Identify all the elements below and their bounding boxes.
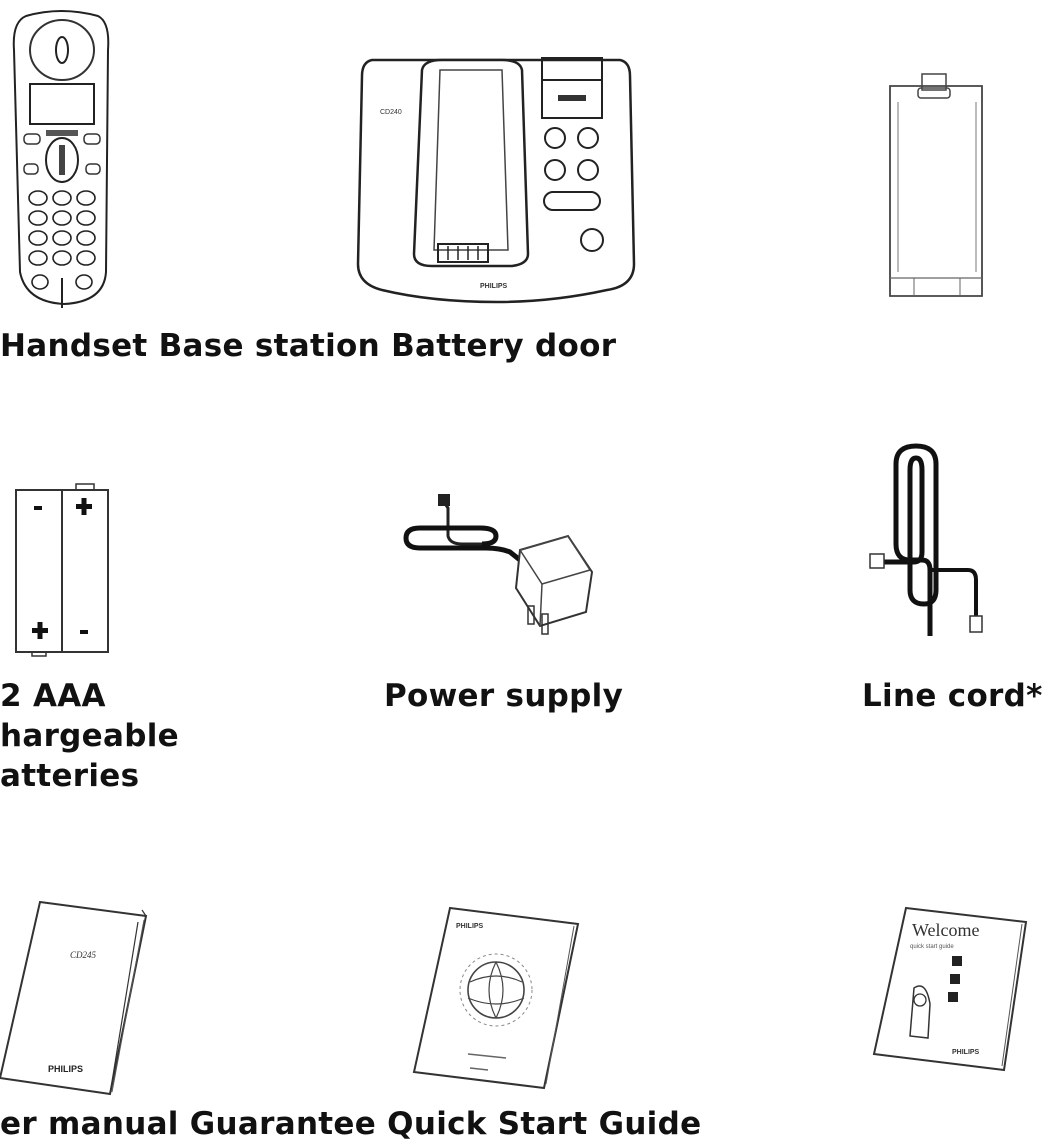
quick-start-title-text: Welcome bbox=[912, 920, 980, 940]
line-cord-caption: Line cord* bbox=[862, 678, 1043, 714]
batteries-caption-line-1: 2 AAA bbox=[0, 678, 106, 714]
batteries-caption-line-2: hargeable bbox=[0, 718, 179, 754]
quick-start-subtitle-text: quick start guide bbox=[910, 944, 954, 950]
guarantee-illustration: PHILIPS bbox=[412, 906, 580, 1090]
power-supply-illustration bbox=[403, 494, 594, 635]
base-station-illustration: CD240 PHILIPS bbox=[356, 57, 636, 304]
quick-start-brand-text: PHILIPS bbox=[952, 1049, 980, 1056]
battery-door-illustration bbox=[889, 73, 983, 297]
handset-illustration bbox=[12, 10, 110, 308]
row3-caption: er manual Guarantee Quick Start Guide bbox=[0, 1106, 702, 1142]
guarantee-brand-text: PHILIPS bbox=[456, 923, 484, 930]
manual-brand-text: PHILIPS bbox=[48, 1064, 83, 1074]
base-model-text: CD240 bbox=[380, 109, 402, 116]
manual-model-text: CD245 bbox=[70, 950, 97, 960]
base-brand-text: PHILIPS bbox=[480, 283, 508, 290]
user-manual-illustration: CD245 PHILIPS bbox=[0, 900, 148, 1096]
power-supply-caption: Power supply bbox=[384, 678, 624, 714]
batteries-caption: 2 AAA hargeable atteries bbox=[0, 676, 179, 796]
quick-start-guide-illustration: Welcome quick start guide PHILIPS bbox=[872, 906, 1028, 1072]
batteries-illustration bbox=[15, 483, 109, 657]
line-cord-illustration bbox=[869, 443, 983, 636]
row1-caption: Handset Base station Battery door bbox=[0, 328, 617, 364]
batteries-caption-line-3: atteries bbox=[0, 758, 140, 794]
